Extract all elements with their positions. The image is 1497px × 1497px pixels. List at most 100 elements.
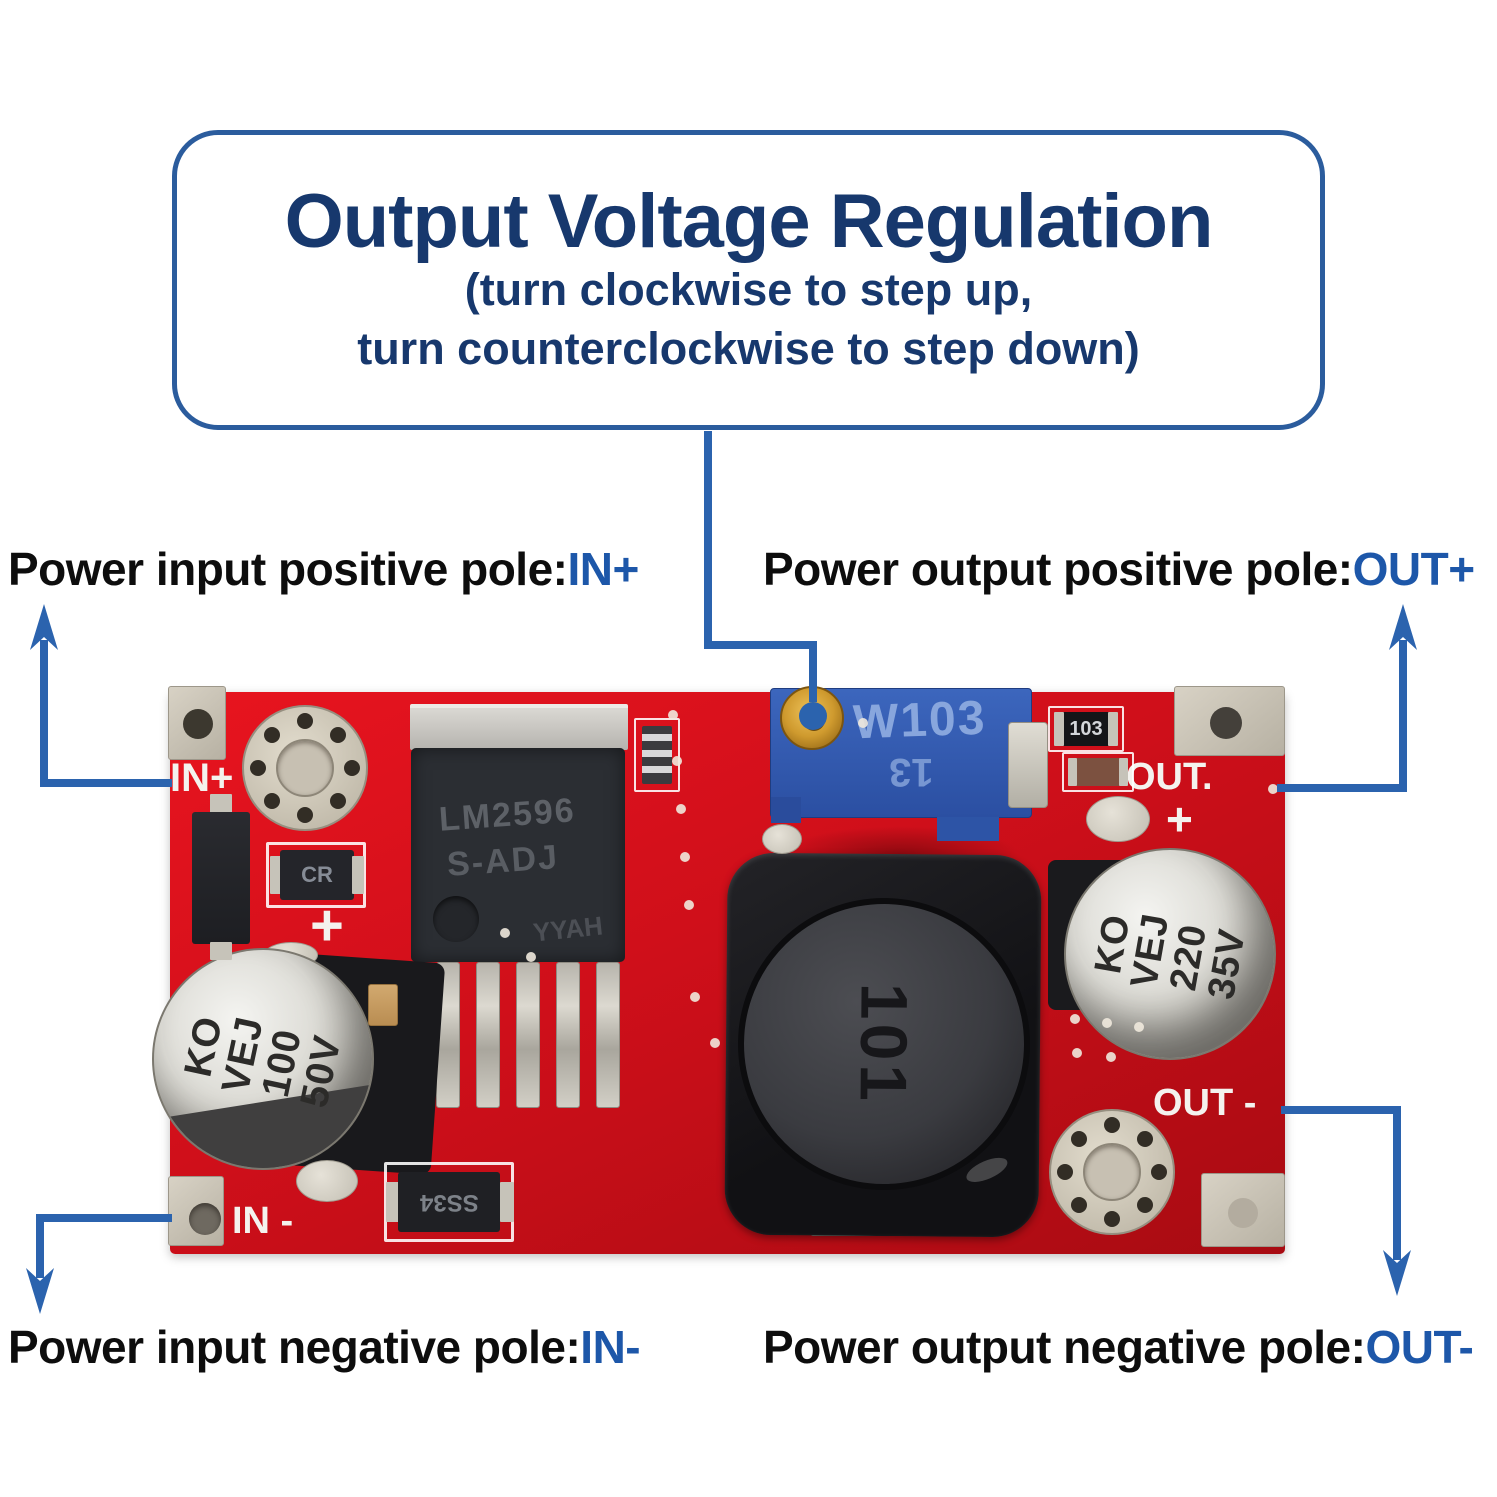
via-dot	[1106, 1052, 1116, 1062]
label-power-input-positive: Power input positive pole:IN+	[8, 542, 639, 596]
potentiometer-tab	[937, 817, 999, 841]
arrow-out-minus-icon	[1281, 1106, 1411, 1296]
arrow-in-plus-icon	[30, 604, 172, 787]
via-dot	[668, 710, 678, 720]
resistor-band	[642, 750, 672, 757]
resistor-silkscreen-outline	[1062, 752, 1134, 792]
via-dot	[1134, 1022, 1144, 1032]
chip-marking-line1: LM2596	[437, 791, 577, 839]
silkscreen-out-plus-sign: +	[1166, 793, 1193, 845]
striped-resistor	[642, 726, 672, 784]
via-dot	[500, 928, 510, 938]
callout-box: Output Voltage Regulation (turn clockwis…	[172, 130, 1325, 430]
resistor-cap	[1054, 712, 1064, 746]
label-text: Power output negative pole:	[763, 1321, 1366, 1373]
inductor-marking: 101	[846, 982, 922, 1106]
via-dot	[680, 852, 690, 862]
pcb-board: IN+ IN - OUT. + OUT - + LM2596 S-ADJ YYA…	[152, 686, 1285, 1254]
input-diode	[192, 812, 250, 944]
resistor-cap	[1108, 712, 1118, 746]
screw-hole	[803, 709, 825, 731]
mounting-pad-top-left	[168, 686, 226, 760]
via-dot	[526, 952, 536, 962]
resistor-band	[642, 766, 672, 773]
smd-resistor-103: 103	[1054, 712, 1118, 746]
diode-lead	[210, 794, 232, 814]
ss34-diode: SS34	[398, 1172, 500, 1232]
via-dot	[684, 900, 694, 910]
diode-silkscreen-outline	[266, 842, 366, 908]
chip-lead	[556, 962, 580, 1108]
mounting-hole	[1210, 707, 1242, 739]
mounting-hole	[189, 1203, 221, 1235]
small-diode: CR	[280, 850, 354, 900]
callout-title: Output Voltage Regulation	[284, 178, 1214, 264]
chip-lead	[476, 962, 500, 1108]
pad-bump	[1228, 1198, 1258, 1228]
label-power-input-negative: Power input negative pole:IN-	[8, 1320, 641, 1374]
resistor-cap	[1068, 758, 1077, 786]
arrow-out-plus-icon	[1277, 604, 1417, 792]
smd-capacitor-tan	[368, 984, 398, 1026]
via-dot	[1102, 1018, 1112, 1028]
smd-resistor-brown	[1068, 758, 1128, 786]
diode-lead	[386, 1182, 400, 1222]
via-dot	[690, 992, 700, 1002]
chip-marking-line3: YYAH	[531, 910, 605, 948]
output-capacitor: KO VEJ 220 35V	[1064, 848, 1276, 1060]
input-capacitor: KO VEJ 100 50V	[152, 948, 374, 1170]
potentiometer-marking: W103	[852, 691, 988, 750]
regulator-chip: LM2596 S-ADJ YYAH	[411, 748, 625, 962]
label-power-output-positive: Power output positive pole:OUT+	[763, 542, 1475, 596]
chip-indent	[433, 896, 479, 942]
ss34-marking: SS34	[419, 1189, 479, 1216]
potentiometer-screw[interactable]	[780, 686, 844, 750]
inductor-coil: 101	[736, 896, 1032, 1192]
label-text: Power input negative pole:	[8, 1321, 581, 1373]
small-diode-marking: CR	[301, 862, 333, 887]
via-dot	[676, 804, 686, 814]
chip-lead	[596, 962, 620, 1108]
resistor-marking: 103	[1069, 717, 1103, 740]
output-capacitor-solder	[1086, 796, 1150, 842]
resistor-band	[642, 734, 672, 741]
resistor-cap	[1119, 758, 1128, 786]
diode-lead	[270, 856, 282, 894]
silkscreen-out-plus: OUT.	[1126, 756, 1213, 798]
input-wire-ring-pad	[242, 705, 368, 831]
diode-lead	[352, 856, 364, 894]
mounting-pad-top-right	[1174, 686, 1285, 756]
output-wire-ring-pad	[1049, 1109, 1175, 1235]
chip-marking-line2: S-ADJ	[445, 838, 561, 884]
mounting-pad-bottom-left	[168, 1176, 224, 1246]
potentiometer-foot	[771, 797, 801, 823]
mounting-pad-bottom-right	[1201, 1173, 1285, 1247]
pin-name: OUT+	[1352, 543, 1475, 595]
callout-subtitle-line1: (turn clockwise to step up,	[464, 264, 1033, 316]
diode-lead	[500, 1182, 514, 1222]
via-dot	[710, 1038, 720, 1048]
output-capacitor-marking: KO VEJ 220 35V	[1086, 910, 1254, 1003]
silkscreen-out-minus: OUT -	[1153, 1082, 1257, 1124]
resistor-silkscreen-outline	[1048, 706, 1124, 752]
input-capacitor-solder-bottom	[296, 1160, 358, 1202]
via-dot	[1070, 1014, 1080, 1024]
inductor: 101	[724, 852, 1042, 1238]
resistor-silkscreen-outline	[634, 718, 680, 792]
pin-name: OUT-	[1365, 1321, 1474, 1373]
diode-lead	[210, 942, 232, 960]
label-text: Power output positive pole:	[763, 543, 1353, 595]
smd-silver-diode	[1008, 722, 1048, 808]
silkscreen-plus-mark: +	[310, 893, 344, 958]
mounting-hole	[183, 709, 213, 739]
label-text: Power input positive pole:	[8, 543, 568, 595]
input-capacitor-marking: KO VEJ 100 50V	[176, 1012, 350, 1112]
chip-lead	[516, 962, 540, 1108]
pin-name: IN+	[567, 543, 639, 595]
pin-name: IN-	[580, 1321, 641, 1373]
via-dot	[858, 718, 868, 728]
label-power-output-negative: Power output negative pole:OUT-	[763, 1320, 1474, 1374]
via-dot	[1072, 1048, 1082, 1058]
callout-subtitle-line2: turn counterclockwise to step down)	[357, 322, 1140, 374]
